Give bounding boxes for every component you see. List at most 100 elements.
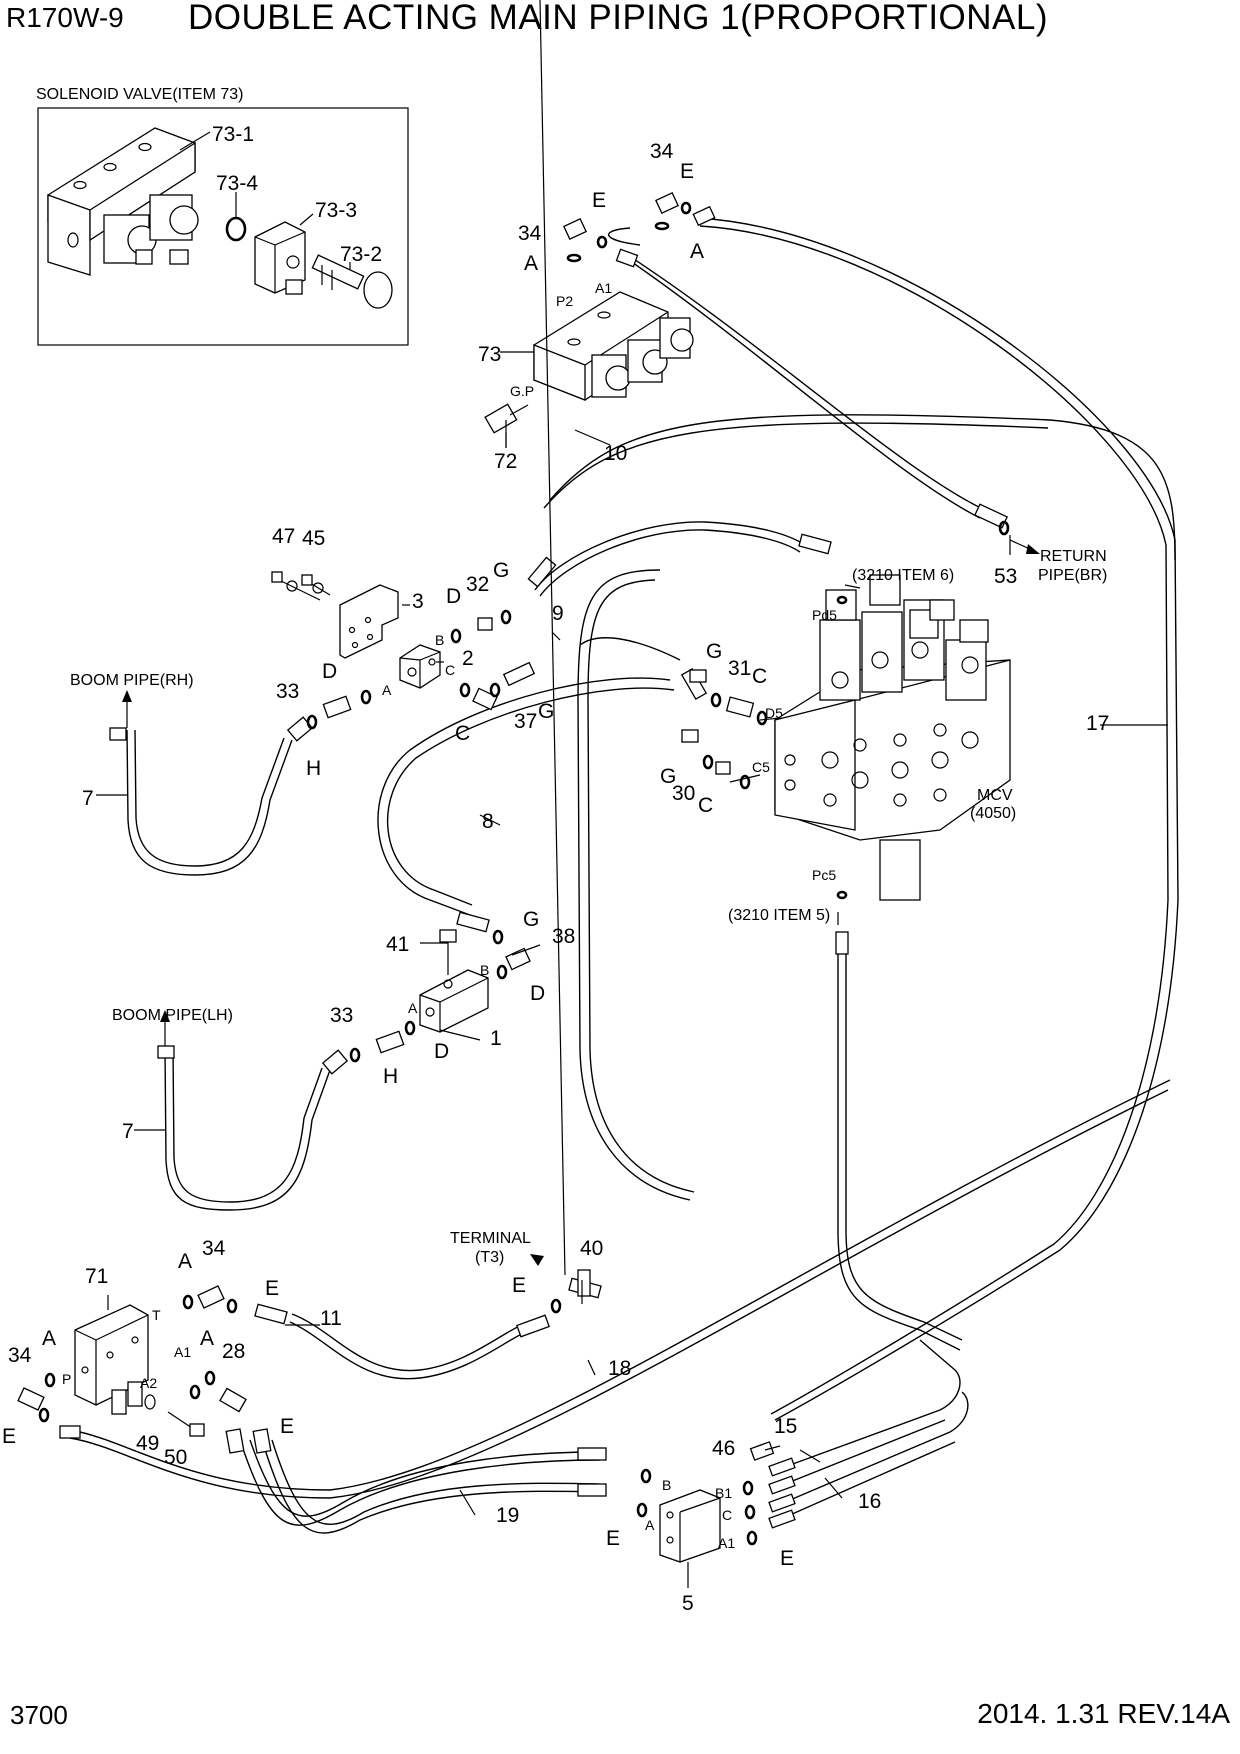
label-49: 49 — [136, 1432, 159, 1455]
label-3: 3 — [412, 590, 424, 613]
label-e-5-left: E — [606, 1527, 620, 1550]
inset-o-ring — [225, 216, 247, 242]
boom-pipe-rh-label: BOOM PIPE(RH) — [70, 672, 194, 689]
label-73-3: 73-3 — [315, 199, 357, 222]
label-71: 71 — [85, 1265, 108, 1288]
boom-pipe-lh-label: BOOM PIPE(LH) — [112, 1007, 233, 1024]
label-33-lower: 33 — [330, 1004, 353, 1027]
flow-arrows — [122, 0, 1040, 1276]
page-title: DOUBLE ACTING MAIN PIPING 1(PROPORTIONAL… — [188, 0, 1049, 37]
item6-note: (3210 ITEM 6) — [852, 567, 954, 584]
label-d-block1: D — [434, 1040, 449, 1063]
label-30: 30 — [672, 782, 695, 805]
label-9: 9 — [552, 602, 564, 625]
model-number: R170W-9 — [6, 2, 124, 33]
label-a-71-top: A — [178, 1250, 192, 1273]
inset-title: SOLENOID VALVE(ITEM 73) — [36, 86, 243, 103]
label-19: 19 — [496, 1504, 519, 1527]
fittings — [17, 191, 1008, 1529]
label-g-31: G — [706, 640, 722, 663]
inset-valve-body — [47, 127, 199, 276]
part-labels: 34 E E 34 A A 73 72 10 RETURN PIPE(BR) 5… — [2, 140, 1109, 1615]
port-p2-label: P2 — [556, 293, 573, 309]
inset-frame — [37, 107, 409, 346]
block-2: B C A — [382, 632, 455, 698]
label-34-71-left: 34 — [8, 1344, 32, 1367]
hose-routing — [69, 217, 1179, 1534]
label-73-1: 73-1 — [212, 123, 254, 146]
label-c-30: C — [698, 794, 713, 817]
inset-cartridge — [311, 254, 393, 309]
block-1: B A — [408, 962, 489, 1033]
o-rings — [38, 201, 1010, 1546]
label-41: 41 — [386, 933, 409, 956]
label-g-30: G — [660, 765, 676, 788]
label-11: 11 — [320, 1307, 342, 1330]
port-gp-label: G.P — [510, 383, 534, 399]
label-8: 8 — [482, 810, 494, 833]
label-1: 1 — [490, 1027, 502, 1050]
label-7-upper: 7 — [82, 787, 94, 810]
label-g-37: G — [538, 700, 554, 723]
label-a-top-right: A — [690, 240, 704, 263]
valve-71: T P A1 A2 — [62, 1304, 191, 1415]
label-a-top-left: A — [524, 252, 538, 275]
label-d-38: D — [530, 982, 545, 1005]
port-a1-label-71: A1 — [174, 1344, 191, 1360]
label-g-upper: G — [493, 559, 509, 582]
label-46: 46 — [712, 1437, 735, 1460]
label-g-38: G — [523, 908, 539, 931]
label-2: 2 — [462, 647, 474, 670]
item5-note: (3210 ITEM 5) — [728, 907, 830, 924]
label-33-upper: 33 — [276, 680, 299, 703]
label-10: 10 — [604, 442, 627, 465]
solenoid-valve-73: P2 A1 G.P — [510, 280, 694, 401]
label-e-top-left: E — [592, 189, 606, 212]
label-a-28: A — [200, 1327, 214, 1350]
label-a-71-left: A — [42, 1327, 56, 1350]
port-p-label: P — [62, 1371, 71, 1387]
label-72: 72 — [494, 450, 517, 473]
label-c-31: C — [752, 665, 767, 688]
label-c-block2: C — [455, 722, 470, 745]
port-c-label-2: C — [445, 662, 455, 678]
port-b1-label: B1 — [715, 1485, 732, 1501]
port-a-label-1: A — [408, 1000, 418, 1016]
label-47: 47 — [272, 525, 295, 548]
label-d-upper: D — [446, 585, 461, 608]
terminal-t3-label: (T3) — [475, 1249, 504, 1266]
label-34-top-left: 34 — [518, 222, 542, 245]
bolts-47-45 — [271, 571, 331, 601]
label-h-lower: H — [383, 1065, 398, 1088]
mcv-label: MCV — [977, 787, 1013, 804]
port-pd5-label: Pd5 — [812, 607, 837, 623]
label-45: 45 — [302, 527, 325, 550]
label-15: 15 — [774, 1415, 797, 1438]
page-number: 3700 — [10, 1700, 68, 1730]
port-c5-label: C5 — [752, 759, 770, 775]
port-t-label: T — [152, 1307, 161, 1323]
label-40: 40 — [580, 1237, 603, 1260]
port-a1-label: A1 — [595, 280, 612, 296]
label-28: 28 — [222, 1340, 245, 1363]
label-53: 53 — [994, 565, 1017, 588]
port-a-label-5: A — [645, 1517, 655, 1533]
label-32: 32 — [466, 573, 489, 596]
mcv-item-label: (4050) — [970, 805, 1016, 822]
port-pc5-label: Pc5 — [812, 867, 836, 883]
label-e-71-top: E — [265, 1277, 279, 1300]
inset-coil — [254, 221, 306, 295]
port-b-label-2: B — [435, 632, 444, 648]
return-label: RETURN — [1040, 548, 1107, 565]
label-73: 73 — [478, 343, 501, 366]
label-50: 50 — [164, 1446, 187, 1469]
label-73-2: 73-2 — [340, 243, 382, 266]
leader-lines — [96, 351, 1168, 1588]
label-38: 38 — [552, 925, 575, 948]
label-7-lower: 7 — [122, 1120, 134, 1143]
label-16: 16 — [858, 1490, 881, 1513]
label-34-71-top: 34 — [202, 1237, 226, 1260]
label-e-5-right: E — [780, 1547, 794, 1570]
label-34-top-right: 34 — [650, 140, 674, 163]
